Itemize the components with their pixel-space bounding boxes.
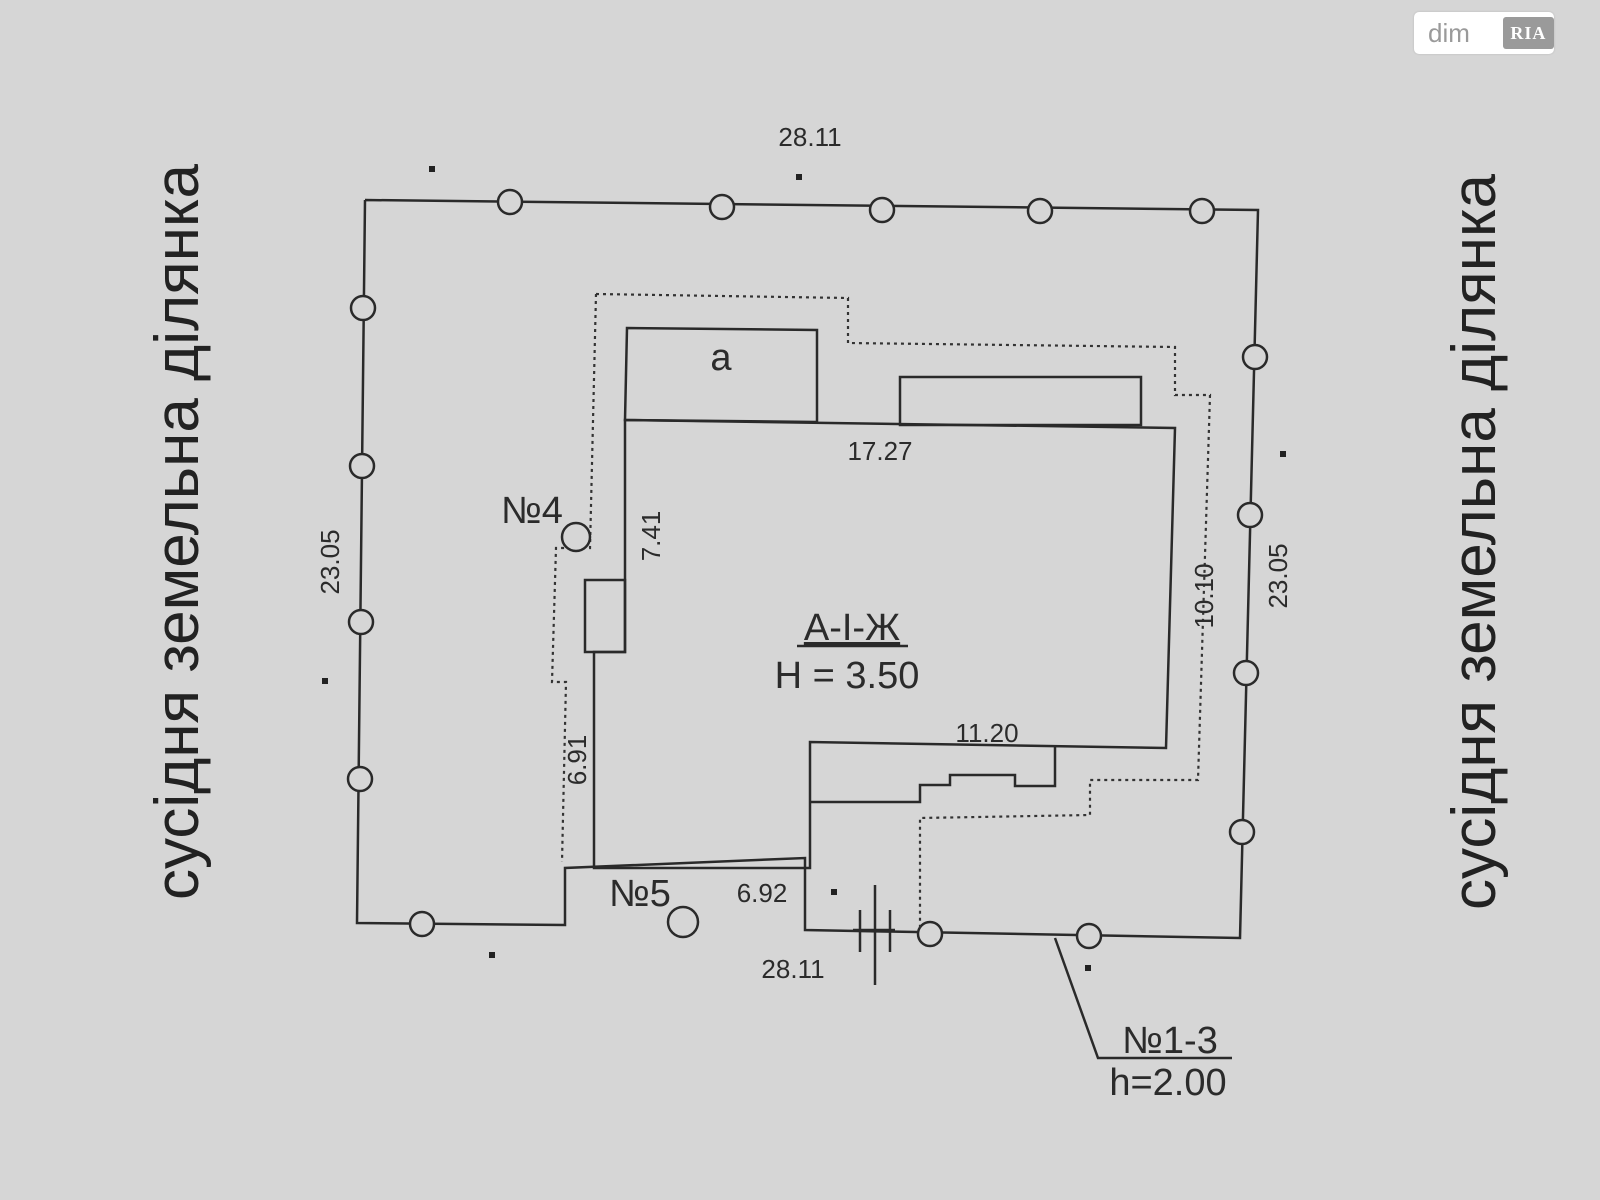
watermark-badge: dim RIA bbox=[1414, 12, 1554, 54]
right-neighbor-label: сусідня земельна ділянка bbox=[1440, 174, 1509, 910]
well-4-marker bbox=[560, 521, 592, 553]
fence-post bbox=[348, 452, 376, 480]
fence-post bbox=[1232, 659, 1260, 687]
point-marker bbox=[489, 952, 495, 958]
fence-post bbox=[1075, 922, 1103, 950]
dotted-outline-left bbox=[550, 293, 598, 863]
dim-house-left-lower: 6.91 bbox=[562, 735, 592, 786]
fence-leader bbox=[1053, 937, 1232, 1060]
fence-post bbox=[408, 910, 436, 938]
gate-symbol bbox=[853, 885, 895, 985]
badge-brand-logo: RIA bbox=[1502, 17, 1554, 49]
dim-house-top: 17.27 bbox=[847, 436, 912, 466]
fence-post bbox=[1236, 501, 1264, 529]
fence-post bbox=[496, 188, 524, 216]
fence-post bbox=[1188, 197, 1216, 225]
fence-height: h=2.00 bbox=[1109, 1062, 1226, 1104]
fence-post bbox=[868, 196, 896, 224]
point-marker bbox=[831, 889, 837, 895]
fence-post bbox=[1228, 818, 1256, 846]
porch-left bbox=[583, 578, 627, 654]
point-marker bbox=[1085, 965, 1091, 971]
dim-dotted-right: 10.10 bbox=[1189, 563, 1219, 628]
fence-post bbox=[349, 294, 377, 322]
annex-label: а bbox=[710, 337, 732, 379]
point-marker bbox=[796, 174, 802, 180]
fence-code: №1-3 bbox=[1122, 1020, 1218, 1062]
dim-house-left-upper: 7.41 bbox=[636, 511, 666, 562]
dim-bottom: 28.11 bbox=[761, 954, 824, 984]
left-neighbor-label: сусідня земельна ділянка bbox=[143, 164, 212, 900]
fence-post bbox=[708, 193, 736, 221]
dim-right: 23.05 bbox=[1263, 543, 1293, 608]
point-marker bbox=[1280, 451, 1286, 457]
dim-left: 23.05 bbox=[315, 529, 345, 594]
dim-house-step: 11.20 bbox=[955, 718, 1018, 748]
dim-top: 28.11 bbox=[778, 122, 841, 152]
fence-post bbox=[1241, 343, 1269, 371]
point-marker bbox=[322, 678, 328, 684]
step-block bbox=[810, 747, 1057, 804]
plot-boundary bbox=[355, 198, 1260, 940]
dotted-outline bbox=[595, 292, 1212, 930]
fence-post bbox=[347, 608, 375, 636]
annex-building bbox=[623, 326, 819, 424]
building-code: А-І-Ж bbox=[804, 607, 900, 649]
building-height: H = 3.50 bbox=[775, 655, 920, 697]
fence-post bbox=[916, 920, 944, 948]
dim-house-bottom: 6.92 bbox=[737, 878, 788, 908]
fence-posts bbox=[346, 188, 1269, 950]
well-5-marker bbox=[666, 905, 700, 939]
badge-site-text: dim bbox=[1428, 17, 1470, 48]
point-markers bbox=[322, 166, 1286, 971]
top-block bbox=[898, 375, 1143, 427]
well-4-label: №4 bbox=[501, 490, 563, 532]
fence-post bbox=[1026, 197, 1054, 225]
fence-post bbox=[346, 765, 374, 793]
well-5-label: №5 bbox=[609, 873, 671, 915]
point-marker bbox=[429, 166, 435, 172]
